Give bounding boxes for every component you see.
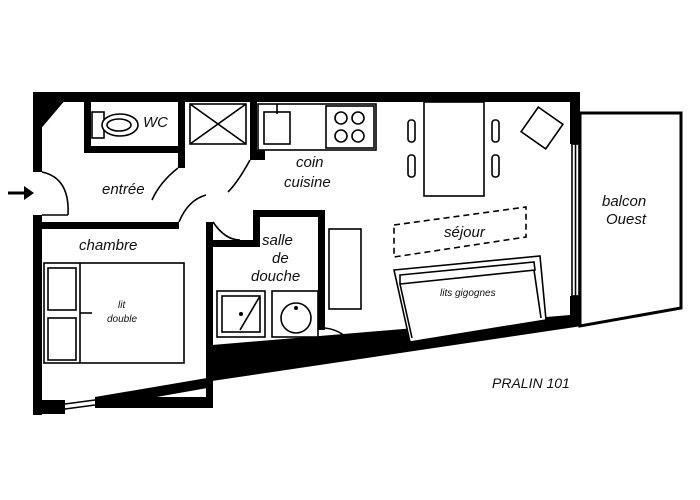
balcony [578, 111, 683, 328]
room-label-cuisine: cuisine [284, 174, 331, 191]
room-label-de: de [272, 250, 289, 267]
room-label-coin: coin [296, 154, 324, 171]
dining-table [407, 101, 500, 197]
room-label-balcon: balcon [602, 193, 646, 210]
room-label-chambre: chambre [79, 237, 137, 254]
entrance-arrow-icon [8, 186, 34, 200]
room-label-salle: salle [262, 232, 293, 249]
plan-name: PRALIN 101 [492, 375, 570, 391]
room-label-douche: douche [251, 268, 300, 285]
shower-icon [216, 290, 266, 338]
window-balcon [571, 143, 580, 297]
double-bed [43, 262, 185, 364]
technical-shaft [189, 103, 247, 145]
washbasin-icon [271, 290, 319, 338]
room-label-sejour: séjour [444, 224, 486, 241]
armchair [519, 105, 565, 151]
furniture-label-lit: lit [118, 300, 126, 311]
interior-walls [42, 100, 325, 400]
doors [41, 159, 361, 353]
wardrobe [328, 228, 362, 310]
furniture-label-double: double [107, 314, 137, 325]
room-label-wc: WC [143, 114, 168, 131]
sofa-bed [393, 206, 547, 343]
furniture-label-lits-gigognes: lits gigognes [440, 288, 496, 299]
outer-walls [33, 92, 582, 415]
room-label-ouest: Ouest [606, 211, 647, 228]
cooktop-icon [325, 105, 375, 149]
room-label-entree: entrée [102, 181, 145, 198]
window-chambre [64, 399, 96, 410]
toilet-icon [91, 111, 139, 139]
